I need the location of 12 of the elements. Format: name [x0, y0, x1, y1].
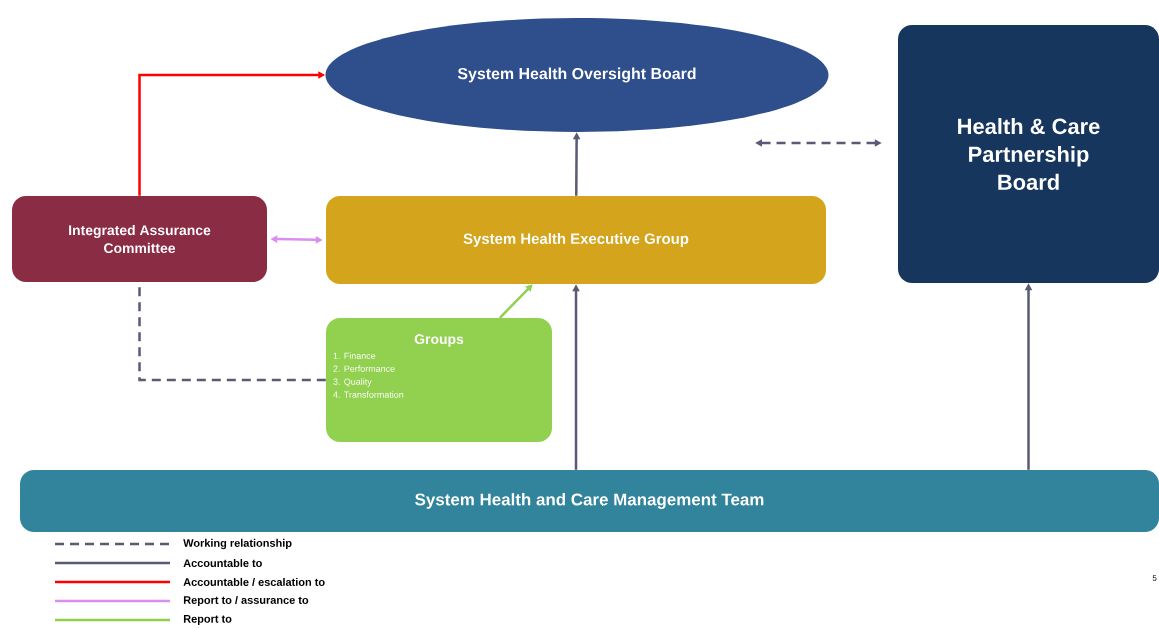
- legend-text: Working relationship: [183, 538, 292, 550]
- team-bar: System Health and Care Management Team: [20, 470, 1159, 532]
- arrow: [498, 284, 533, 319]
- board-box: Health & Care Partnership Board: [898, 25, 1159, 283]
- group-box: System Health Executive Group: [326, 196, 826, 284]
- committee-box: Integrated Assurance Committee: [12, 196, 267, 282]
- legend-text: Accountable to: [183, 558, 262, 567]
- legend-text: Report to: [183, 615, 232, 625]
- legend-text: Accountable / escalation to: [183, 577, 325, 587]
- groups-box: Groups 1. Finance 2. Performance 3. Quality 4. Transformation: [326, 318, 552, 442]
- oval-node: System Health Oversight Board: [325, 18, 829, 132]
- legend-text: Report to / assurance to: [183, 595, 309, 607]
